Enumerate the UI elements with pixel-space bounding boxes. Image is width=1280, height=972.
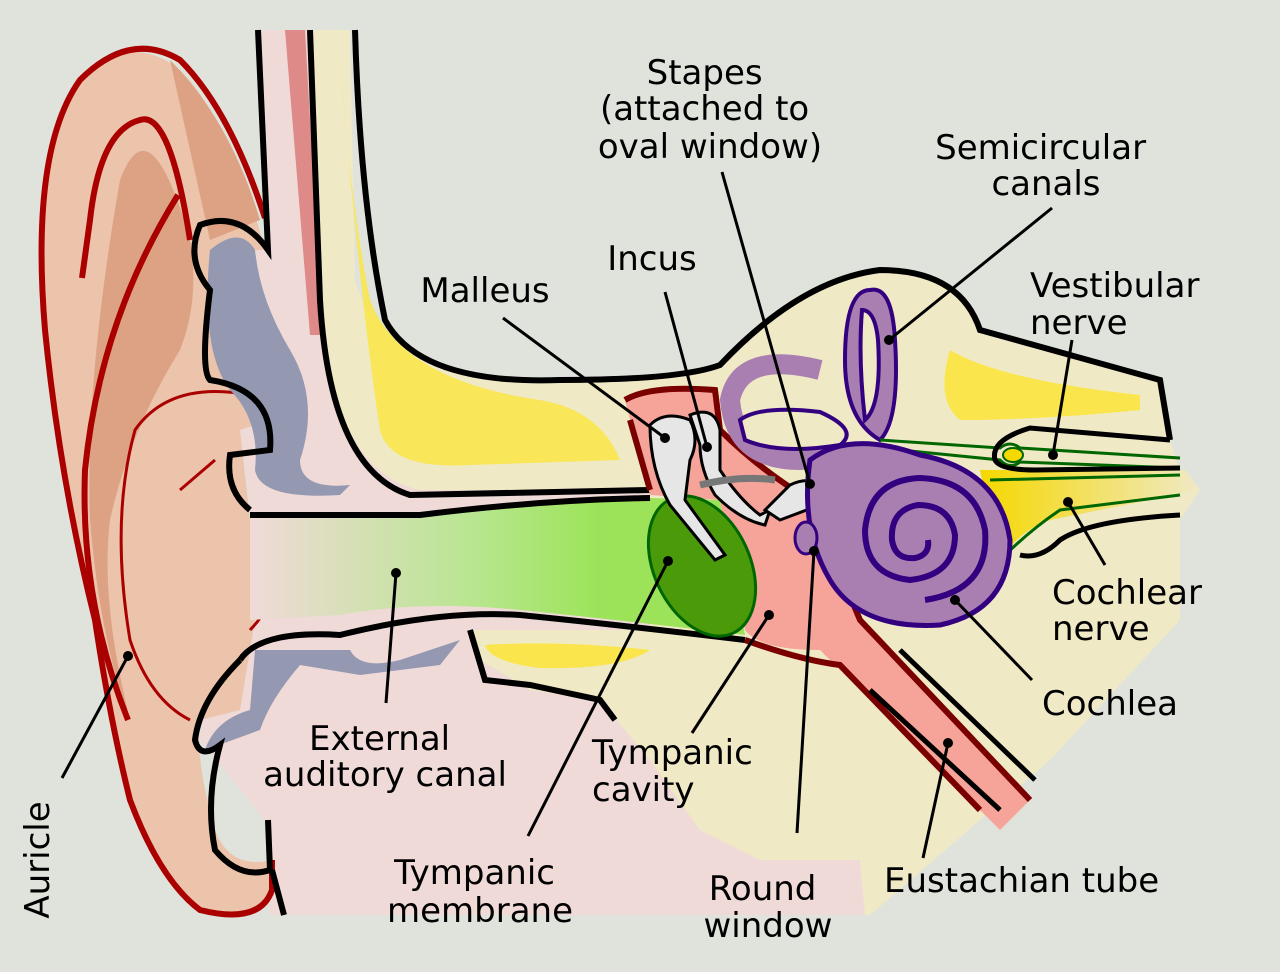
cartilage [205,640,460,750]
leader-external-canal [384,572,398,704]
vessel [285,30,322,335]
external-auditory-canal [250,498,745,635]
label-round-window: Round window [704,869,833,946]
label-tympanic-membrane: Tympanic membrane [387,853,573,931]
malleus [648,414,728,562]
label-cochlear-nerve: Cochlear nerve [1052,573,1213,649]
eustachian-tube-wall [868,648,1037,812]
vestibular-nerve [879,438,1181,562]
leader-vestibular [1051,339,1074,456]
label-external-auditory-canal: External auditory canal [263,719,507,795]
leader-semicircular [888,206,1053,342]
auricle-fold [170,60,260,240]
leader-tympanic-cavity [690,614,771,734]
ligament [699,474,776,489]
label-stapes: Stapes (attached to oval window) [598,53,822,167]
cochlea [793,441,1013,628]
label-eustachian-tube: Eustachian tube [884,861,1159,901]
fat-patch [485,643,650,669]
canal-lower-wall [237,611,746,662]
label-cochlea: Cochlea [1042,684,1178,724]
leader-lines [60,171,1107,859]
fat-patch [340,60,620,466]
vestibular-ganglion [1002,447,1024,463]
fat-patch [944,350,1140,420]
leader-incus [663,291,709,448]
auricle [41,52,273,915]
leader-auricle [60,655,130,779]
leader-stapes [720,171,812,485]
auricle-fold [89,150,194,721]
cartilage [207,237,350,496]
leader-cochlear-nerve [1066,501,1107,566]
nerve-outline [991,425,1181,559]
antihelix [81,193,181,722]
tissue-outline [191,29,1173,916]
head-tissue [200,30,865,915]
leader-tympanic-membrane [526,560,670,837]
cochlear-nerve-bundle [980,470,1200,560]
leader-round-window [795,550,816,834]
leader-malleus [502,316,666,440]
label-auricle: Auricle [18,801,58,918]
label-incus: Incus [607,239,697,279]
label-vestibular-nerve: Vestibular nerve [1030,266,1210,343]
leader-eustachian [921,742,950,859]
auricle-inner-outline [79,116,193,279]
auricle-outline [38,45,275,918]
leader-cochlea [953,598,1034,682]
canal-upper-wall [250,495,651,518]
label-malleus: Malleus [420,271,549,311]
label-tympanic-cavity: Tympanic cavity [591,733,764,810]
label-semicircular-canals: Semicircular canals [935,128,1157,204]
